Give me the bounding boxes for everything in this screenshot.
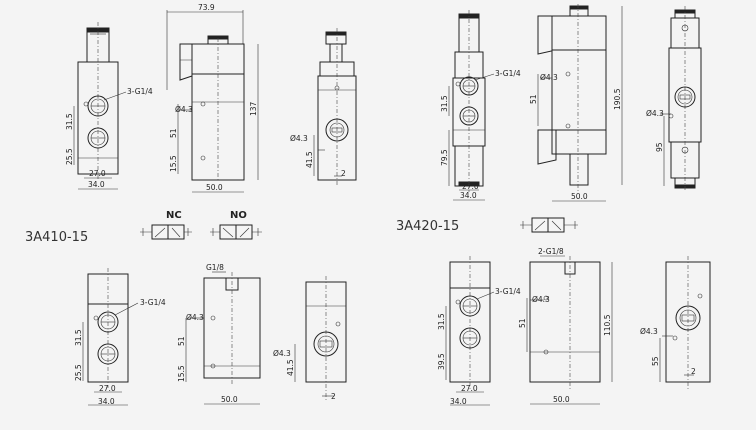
hole-label: Ø4.3 xyxy=(540,73,558,82)
dim-79-5: 79.5 xyxy=(440,149,449,166)
model-label-3a410-15: 3A410-15 xyxy=(25,230,88,245)
dim-51: 51 xyxy=(518,318,527,328)
top-right-front-view: 3-G1/4 31.5 79.5 27.0 34.0 xyxy=(440,10,521,201)
top-right-end-view: Ø4.3 95 xyxy=(646,6,702,192)
bottom-left-side-view: G1/8 Ø4.3 51 15.5 50.0 xyxy=(177,263,261,405)
dim-31-5: 31.5 xyxy=(440,95,449,112)
hole-label: Ø4.3 xyxy=(646,109,664,118)
dim-34-0: 34.0 xyxy=(98,397,115,406)
dim-95: 95 xyxy=(655,142,664,152)
dim-137: 137 xyxy=(249,101,258,116)
hole-label: Ø4.3 xyxy=(640,327,658,336)
dim-25-5: 25.5 xyxy=(74,364,83,381)
top-left-end-view: Ø4.3 41.5 2 xyxy=(290,28,357,185)
port-label: G1/8 xyxy=(206,263,224,272)
dim-51: 51 xyxy=(529,94,538,104)
top-right-side-view: Ø4.3 51 190.5 50.0 xyxy=(529,4,623,202)
dim-15-5: 15.5 xyxy=(169,155,178,172)
symbol-no: NO xyxy=(210,210,262,240)
dim-27-0: 27.0 xyxy=(462,182,479,191)
dim-2: 2 xyxy=(691,367,696,376)
port-label: 2-G1/8 xyxy=(538,247,564,256)
dim-73-9: 73.9 xyxy=(198,3,215,12)
port-label: 3-G1/4 xyxy=(140,298,166,307)
dim-39-5: 39.5 xyxy=(437,353,446,370)
bottom-right-end-view: Ø4.3 55 2 xyxy=(640,256,711,390)
dim-27-0: 27.0 xyxy=(461,384,478,393)
port-label: 3-G1/4 xyxy=(495,287,521,296)
dim-27-0: 27.0 xyxy=(89,169,106,178)
dim-50-0: 50.0 xyxy=(571,192,588,201)
bottom-left-end-view: Ø4.3 41.5 2 xyxy=(273,276,347,401)
hole-label: Ø4.3 xyxy=(186,313,204,322)
dim-51: 51 xyxy=(169,128,178,138)
bottom-right-side-view: 2-G1/8 Ø4.3 51 110.5 50.0 xyxy=(518,247,613,405)
dim-34-0: 34.0 xyxy=(450,397,467,406)
dim-15-5: 15.5 xyxy=(177,365,186,382)
dim-50-0: 50.0 xyxy=(206,183,223,192)
dim-55: 55 xyxy=(651,356,660,366)
dim-110-5: 110.5 xyxy=(603,314,612,336)
dim-41-5: 41.5 xyxy=(286,359,295,376)
symbol-nc-label: NC xyxy=(166,210,182,221)
hole-label: Ø4.3 xyxy=(532,295,550,304)
dim-41-5: 41.5 xyxy=(305,151,314,168)
dim-2: 2 xyxy=(331,392,336,401)
bottom-right-front-view: 3-G1/4 31.5 39.5 27.0 34.0 xyxy=(437,256,521,406)
symbol-double-solenoid xyxy=(520,217,578,233)
hole-label: Ø4.3 xyxy=(290,134,308,143)
symbol-no-label: NO xyxy=(230,210,247,221)
bottom-left-front-view: 3-G1/4 31.5 25.5 27.0 34.0 xyxy=(74,268,166,406)
hole-label: Ø4.3 xyxy=(175,105,193,114)
dim-34-0: 34.0 xyxy=(460,191,477,200)
symbol-nc: NC xyxy=(140,210,192,240)
dim-31-5: 31.5 xyxy=(437,313,446,330)
dim-31-5: 31.5 xyxy=(65,113,74,130)
dim-51: 51 xyxy=(177,336,186,346)
dim-50-0: 50.0 xyxy=(553,395,570,404)
top-left-side-view: 73.9 Ø4.3 51 15.5 137 50.0 xyxy=(166,3,259,193)
model-label-3a420-15: 3A420-15 xyxy=(396,219,459,234)
port-label: 3-G1/4 xyxy=(495,69,521,78)
dim-50-0: 50.0 xyxy=(221,395,238,404)
dim-31-5: 31.5 xyxy=(74,329,83,346)
dim-2: 2 xyxy=(341,169,346,178)
dim-190-5: 190.5 xyxy=(613,88,622,110)
top-left-front-view: 3-G1/4 31.5 25.5 27.0 34.0 xyxy=(65,22,153,190)
dim-34-0: 34.0 xyxy=(88,180,105,189)
port-label: 3-G1/4 xyxy=(127,87,153,96)
dim-25-5: 25.5 xyxy=(65,148,74,165)
dim-27-0: 27.0 xyxy=(99,384,116,393)
hole-label: Ø4.3 xyxy=(273,349,291,358)
